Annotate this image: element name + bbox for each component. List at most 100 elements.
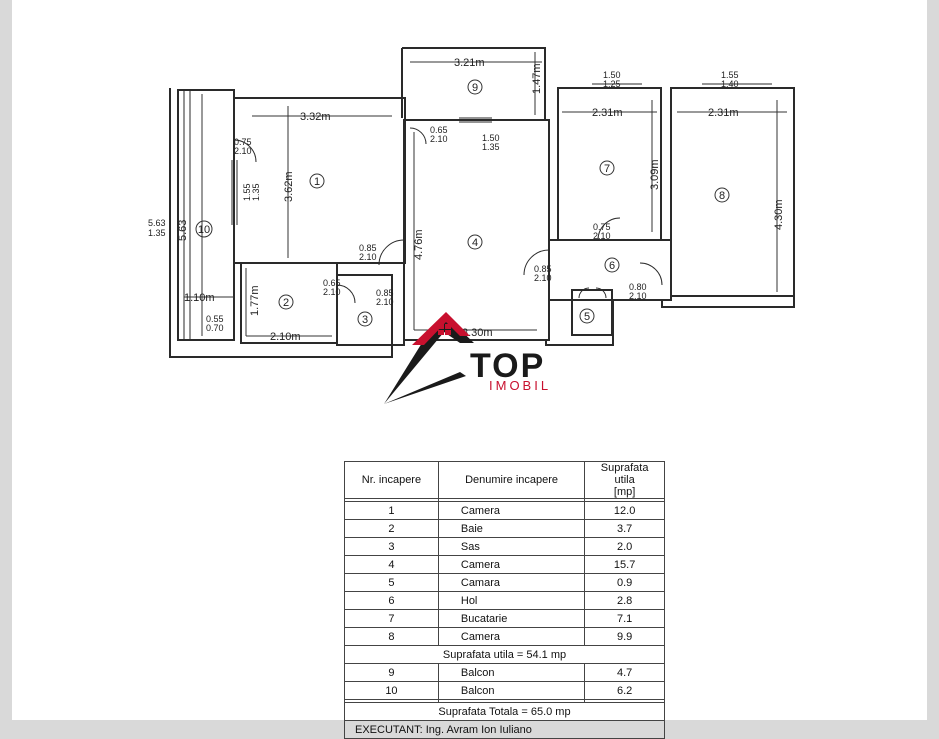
cell-name: Balcon — [437, 681, 586, 700]
dim-label: 3.62m — [283, 171, 295, 202]
cell-nr: 3 — [344, 537, 439, 556]
cell-nr: 1 — [344, 501, 439, 520]
door-label: 0.85 — [534, 264, 552, 274]
cell-area: 2.8 — [584, 591, 665, 610]
door-label: 0.85 — [359, 243, 377, 253]
door-label: 2.10 — [359, 252, 377, 262]
room-area-table: Nr. incapere Denumire incapere Suprafata… — [344, 461, 665, 739]
footer-row: EXECUTANT: Ing. Avram Ion Iuliano — [344, 720, 665, 739]
dim-label: 0.70 — [206, 323, 224, 333]
door-label: 0.75 — [593, 222, 611, 232]
dim-label: 3.21m — [454, 57, 485, 69]
wall-outline — [169, 87, 795, 358]
cell-area: 6.2 — [584, 681, 665, 700]
wall-balcony-10 — [177, 89, 235, 341]
dim-label: 5.63 — [177, 220, 189, 241]
wall-room-4 — [403, 119, 550, 341]
dim-label: 1.40 — [721, 79, 739, 89]
dim-label: 1.35 — [482, 142, 500, 152]
logo-word: TOP — [470, 347, 545, 385]
table-header-row: Nr. incapere Denumire incapere Suprafata… — [344, 461, 665, 499]
dim-label: 5.63 — [148, 218, 166, 228]
cell-area: 3.7 — [584, 519, 665, 538]
cell-name: Baie — [437, 519, 586, 538]
logo-roof-icon — [412, 312, 470, 345]
top-imobil-logo: TOP IMOBIL — [384, 312, 551, 404]
total-row: Suprafata Totala = 65.0 mp — [344, 702, 665, 721]
dim-label: 1.77m — [249, 285, 261, 316]
header-area-line1: Suprafata utila — [600, 462, 649, 486]
cell-area: 12.0 — [584, 501, 665, 520]
dim-label: 3.32m — [300, 111, 331, 123]
door-label: 2.10 — [234, 146, 252, 156]
cell-area: 0.9 — [584, 573, 665, 592]
wall-room-3 — [336, 274, 393, 346]
door-label: 2.10 — [629, 291, 647, 301]
cell-area: 15.7 — [584, 555, 665, 574]
subtotal-cell: Suprafata utila = 54.1 mp — [344, 645, 665, 664]
cell-area: 9.9 — [584, 627, 665, 646]
cell-area: 2.0 — [584, 537, 665, 556]
dim-label: 2.31m — [592, 107, 623, 119]
dim-label: 1.35 — [251, 183, 261, 201]
cell-nr: 9 — [344, 663, 439, 682]
wall-room-6 — [548, 239, 672, 301]
header-name: Denumire incapere — [437, 461, 586, 499]
dim-label: 4.76m — [413, 229, 425, 260]
cell-name: Bucatarie — [437, 609, 586, 628]
cell-area: 4.7 — [584, 663, 665, 682]
cell-nr: 2 — [344, 519, 439, 538]
door-label: 0.65 — [323, 278, 341, 288]
cell-name: Balcon — [437, 663, 586, 682]
room-number: 6 — [609, 260, 615, 272]
logo-subword: IMOBIL — [489, 378, 551, 393]
room-number: 10 — [198, 224, 210, 236]
floor-plan-drawing: 3.21m 1.47m 1.50 1.25 1.55 1.40 2.31m 2.… — [148, 47, 795, 404]
door-label: 2.10 — [430, 134, 448, 144]
door-label: 0.75 — [234, 137, 252, 147]
dim-label: 3.09m — [649, 159, 661, 190]
room-number: 5 — [584, 311, 590, 323]
header-area: Suprafata utila [mp] — [584, 461, 665, 499]
cell-nr: 5 — [344, 573, 439, 592]
room-number: 1 — [314, 176, 320, 188]
door-label: 0.65 — [430, 125, 448, 135]
cell-nr: 4 — [344, 555, 439, 574]
dim-label: 1.50 — [482, 133, 500, 143]
dim-label: 1.55 — [242, 183, 252, 201]
cell-nr: 6 — [344, 591, 439, 610]
header-area-line2: [mp] — [613, 486, 636, 498]
dim-label: 1.47m — [531, 63, 543, 94]
cell-name: Camara — [437, 573, 586, 592]
dim-label: 1.35 — [148, 228, 166, 238]
door-label: 2.10 — [593, 231, 611, 241]
cell-nr: 8 — [344, 627, 439, 646]
dim-label: 1.10m — [184, 292, 215, 304]
cell-nr: 10 — [344, 681, 439, 700]
cell-area: 7.1 — [584, 609, 665, 628]
dim-label: 1.25 — [603, 79, 621, 89]
total-cell: Suprafata Totala = 65.0 mp — [344, 702, 665, 721]
cell-name: Hol — [437, 591, 586, 610]
cell-name: Camera — [437, 627, 586, 646]
wall-room-5 — [571, 289, 613, 336]
dim-label: 1.50 — [603, 70, 621, 80]
door-label: 0.80 — [629, 282, 647, 292]
cell-name: Sas — [437, 537, 586, 556]
wall-balcony-9 — [402, 47, 546, 120]
cell-nr: 7 — [344, 609, 439, 628]
door-label: 2.10 — [534, 273, 552, 283]
door-label: 2.10 — [376, 297, 394, 307]
wall-room-8 — [670, 87, 795, 297]
room-number: 8 — [719, 190, 725, 202]
dim-label: 0.55 — [206, 314, 224, 324]
door-label: 0.85 — [376, 288, 394, 298]
executant-cell: EXECUTANT: Ing. Avram Ion Iuliano — [344, 720, 665, 739]
